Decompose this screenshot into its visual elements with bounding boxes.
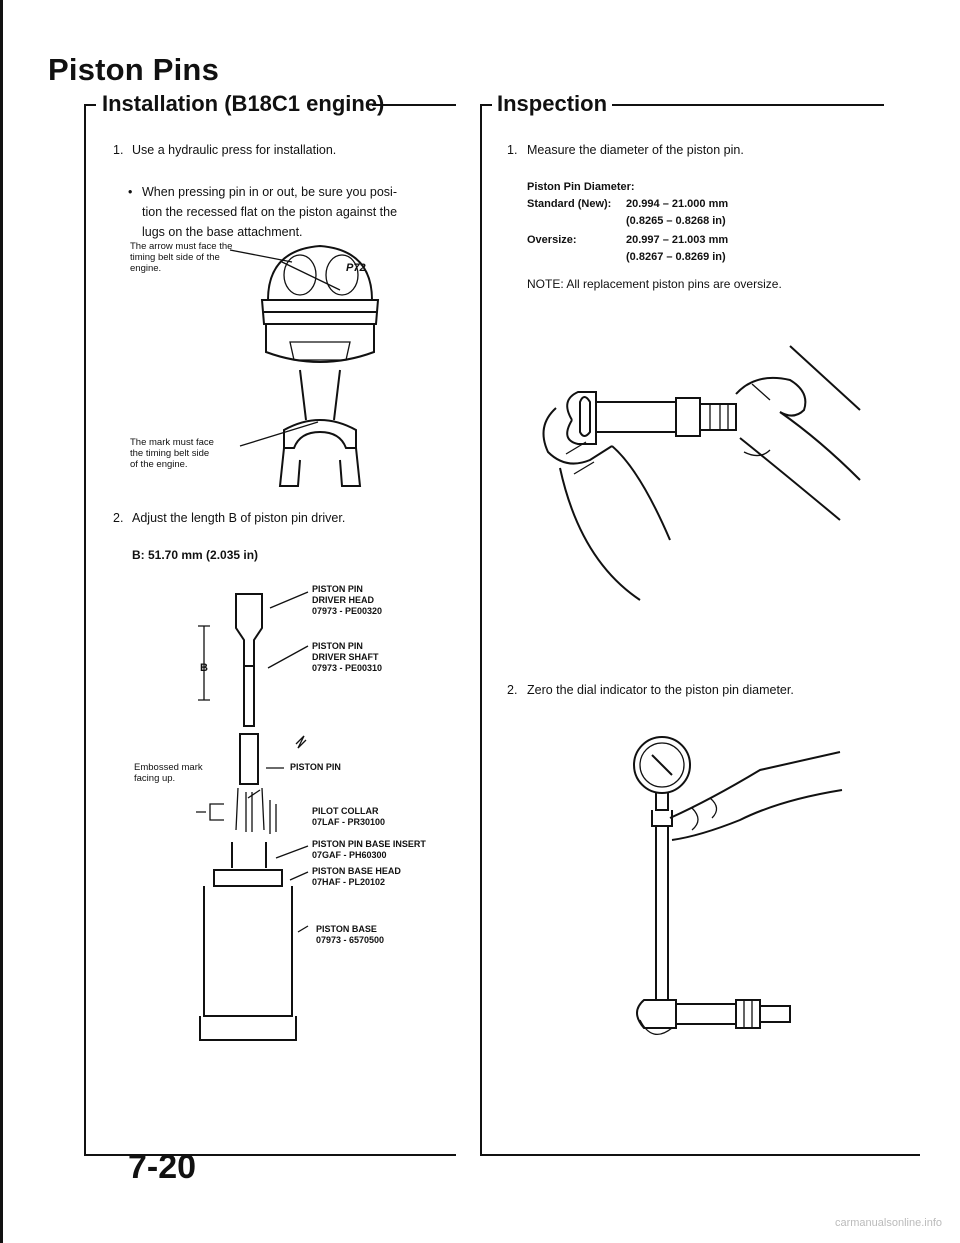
section-rule-left-tail <box>372 104 456 106</box>
callout-line: The mark must face <box>130 437 214 448</box>
tool-label: DRIVER SHAFT <box>312 652 379 662</box>
page-number: 7-20 <box>128 1148 197 1186</box>
section-border-left <box>84 104 86 1154</box>
section-border-bottom <box>84 1154 456 1156</box>
spec-value: 20.997 – 21.003 mm <box>626 234 729 246</box>
section-rule-left-cap <box>84 104 96 106</box>
section-rule-tail <box>612 104 884 106</box>
b-length-spec: B: 51.70 mm (2.035 in) <box>132 548 259 562</box>
callout-line: engine. <box>130 263 162 274</box>
inspection-heading: Inspection <box>497 91 608 116</box>
callout-line: The arrow must face the <box>130 241 233 252</box>
tool-label: PISTON PIN <box>290 762 341 772</box>
tool-part-number: 07HAF - PL20102 <box>312 877 386 887</box>
callout-line: of the engine. <box>130 459 188 470</box>
spec-value: (0.8267 – 0.8269 in) <box>626 251 726 263</box>
note-text: NOTE: All replacement piston pins are ov… <box>527 277 782 291</box>
tool-label: DRIVER HEAD <box>312 595 375 605</box>
section-border-bottom <box>480 1154 920 1156</box>
tool-part-number: 07973 - PE00320 <box>312 606 383 616</box>
spec-value: 20.994 – 21.000 mm <box>626 198 729 210</box>
tool-label: PISTON PIN <box>312 584 363 594</box>
tool-part-number: 07GAF - PH60300 <box>312 850 387 860</box>
section-rule-left-cap <box>480 104 492 106</box>
tool-part-number: 07973 - 6570500 <box>316 935 385 945</box>
callout-line: facing up. <box>134 773 176 784</box>
bullet-line: tion the recessed flat on the piston aga… <box>142 205 398 219</box>
callout-line: the timing belt side <box>130 448 210 459</box>
step-number: 1. <box>113 143 124 157</box>
step-text: Measure the diameter of the piston pin. <box>527 143 744 157</box>
spec-label: Standard (New): <box>527 198 612 210</box>
dimension-b-label: B <box>200 662 208 674</box>
spec-value: (0.8265 – 0.8268 in) <box>626 215 726 227</box>
callout-line: Embossed mark <box>134 762 203 773</box>
spec-title: Piston Pin Diameter: <box>527 181 635 193</box>
step-number: 2. <box>507 683 518 697</box>
callout-line: timing belt side of the <box>130 252 220 263</box>
page-title: Piston Pins <box>48 52 220 87</box>
tool-part-number: 07LAF - PR30100 <box>312 817 386 827</box>
tool-label: PISTON PIN <box>312 641 363 651</box>
tool-label: PILOT COLLAR <box>312 806 379 816</box>
section-border-left <box>480 104 482 1154</box>
watermark-text: carmanualsonline.info <box>834 1217 942 1229</box>
step-number: 1. <box>507 143 518 157</box>
installation-heading: Installation (B18C1 engine) <box>102 91 385 116</box>
step-text: Adjust the length B of piston pin driver… <box>132 511 346 525</box>
tool-label: PISTON BASE <box>316 924 377 934</box>
tool-label: PISTON PIN BASE INSERT <box>312 839 426 849</box>
spec-label: Oversize: <box>527 234 577 246</box>
tool-label: PISTON BASE HEAD <box>312 866 401 876</box>
bullet-marker: • <box>128 185 133 199</box>
piston-marking: P72 <box>346 262 366 274</box>
bullet-line: lugs on the base attachment. <box>142 225 303 239</box>
step-text: Zero the dial indicator to the piston pi… <box>527 683 794 697</box>
page-edge-rule <box>0 0 3 1243</box>
tool-part-number: 07973 - PE00310 <box>312 663 383 673</box>
step-text: Use a hydraulic press for installation. <box>132 143 337 157</box>
step-number: 2. <box>113 511 124 525</box>
bullet-line: When pressing pin in or out, be sure you… <box>142 185 397 199</box>
